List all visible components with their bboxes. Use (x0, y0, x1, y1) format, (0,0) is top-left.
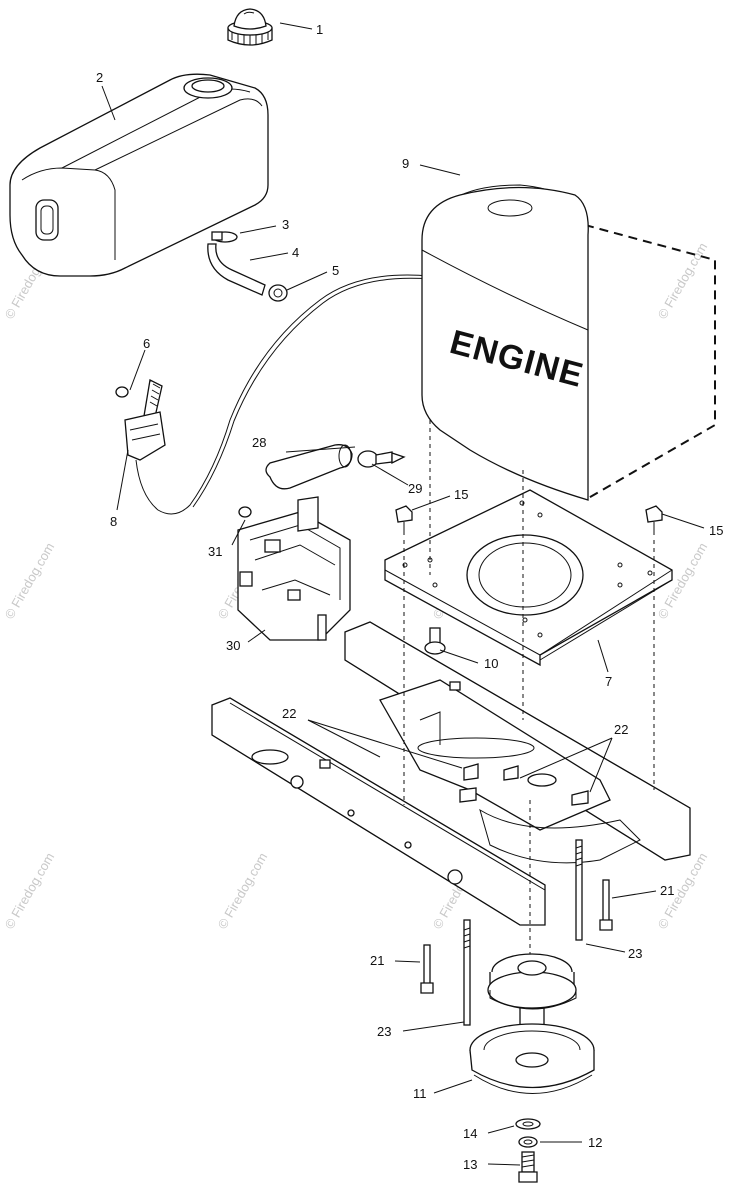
lock-washer (518, 1136, 538, 1148)
leader-lines (101, 22, 705, 1166)
callout-8: 8 (110, 514, 117, 529)
watermark: © Firedog.com (215, 850, 271, 932)
callout-30: 30 (226, 638, 240, 653)
washer (515, 1118, 541, 1130)
callout-2: 2 (96, 70, 103, 85)
callout-13: 13 (463, 1157, 477, 1172)
fuel-tank (9, 73, 269, 277)
callout-15: 15 (454, 487, 468, 502)
callout-29: 29 (408, 481, 422, 496)
throttle-cable (135, 274, 431, 515)
callout-10: 10 (484, 656, 498, 671)
callout-28: 28 (252, 435, 266, 450)
long-bolt-right (575, 839, 583, 941)
pulley-assembly (469, 953, 595, 1094)
callout-4: 4 (292, 245, 299, 260)
hose-fitting (357, 450, 406, 468)
callout-21: 21 (370, 953, 384, 968)
fuel-hose (207, 243, 266, 296)
callout-14: 14 (463, 1126, 477, 1141)
callout-6: 6 (143, 336, 150, 351)
callout-23: 23 (628, 946, 642, 961)
throttle-control (115, 379, 166, 461)
callout-15: 15 (709, 523, 723, 538)
callout-1: 1 (316, 22, 323, 37)
callout-9: 9 (402, 156, 409, 171)
callout-5: 5 (332, 263, 339, 278)
heat-shield (237, 496, 351, 641)
callout-22: 22 (614, 722, 628, 737)
fuel-hose-clamp-top (211, 231, 238, 243)
bolt-right (645, 505, 663, 535)
bolt-21-right (599, 879, 613, 931)
callout-3: 3 (282, 217, 289, 232)
callout-11: 11 (413, 1086, 427, 1101)
bolt-left (395, 505, 413, 535)
long-bolt-left (463, 919, 471, 1026)
callouts: 1 2 3 4 5 6 8 9 15 15 28 29 31 30 10 7 2… (96, 22, 723, 1172)
callout-22: 22 (282, 706, 296, 721)
watermark: © Firedog.com (655, 240, 711, 322)
engine: ENGINE (421, 184, 716, 501)
callout-12: 12 (588, 1135, 602, 1150)
callout-7: 7 (605, 674, 612, 689)
breather-hose (265, 444, 353, 490)
watermark: © Firedog.com (2, 540, 58, 622)
screw (238, 506, 252, 518)
fuel-cap (227, 8, 273, 46)
callout-21: 21 (660, 883, 674, 898)
tractor-frame (211, 621, 691, 926)
fuel-hose-clamp-bottom (268, 284, 288, 302)
bolt-21-left (420, 944, 434, 994)
bolt-13 (518, 1151, 538, 1183)
callout-31: 31 (208, 544, 222, 559)
watermark: © Firedog.com (2, 850, 58, 932)
engine-mounting-plate (384, 489, 673, 667)
mounting-bolt (424, 627, 446, 655)
callout-23: 23 (377, 1024, 391, 1039)
throttle-cable-inner (192, 277, 431, 508)
